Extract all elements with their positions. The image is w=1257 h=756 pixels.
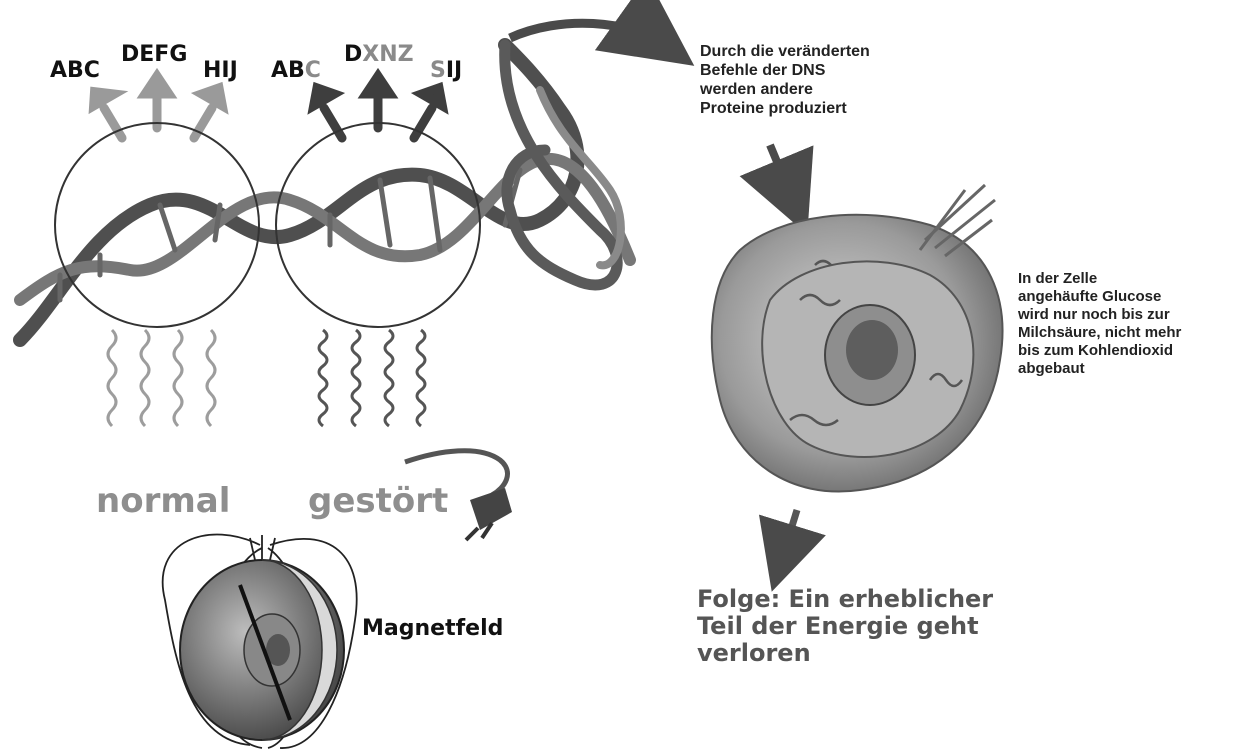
gene-label-abc-disturbed: ABC bbox=[271, 60, 321, 82]
label-disturbed: gestört bbox=[308, 484, 448, 518]
earth-globe-icon bbox=[163, 534, 357, 748]
gene-arrows-normal bbox=[88, 76, 230, 138]
label-magnetic-field: Magnetfeld bbox=[362, 618, 503, 640]
gene-label-ab: AB bbox=[271, 58, 305, 83]
wave-icon bbox=[108, 330, 215, 426]
consequence-note: Folge: Ein erheblicher Teil der Energie … bbox=[697, 586, 993, 667]
label-normal: normal bbox=[96, 484, 230, 518]
wave-icon-disturbed bbox=[319, 330, 425, 426]
gene-label-c: C bbox=[305, 58, 321, 83]
cell-icon bbox=[712, 185, 1003, 492]
gene-label-hij: HIJ bbox=[203, 60, 238, 82]
gene-label-d: D bbox=[344, 42, 362, 67]
gene-label-ij: IJ bbox=[446, 58, 462, 83]
dna-note: Durch die veränderten Befehle der DNS we… bbox=[700, 42, 870, 118]
arrow-to-cell bbox=[770, 145, 795, 205]
arrow-icon bbox=[510, 23, 665, 45]
gene-arrows-disturbed bbox=[307, 76, 450, 138]
gene-label-abc: ABC bbox=[50, 60, 100, 82]
arrow-to-consequence bbox=[780, 510, 797, 565]
gene-label-s: S bbox=[430, 58, 446, 83]
cell-note: In der Zelle angehäufte Glucose wird nur… bbox=[1018, 270, 1181, 378]
gene-label-defg: DEFG bbox=[121, 44, 187, 66]
gene-label-sij: SIJ bbox=[430, 60, 462, 82]
gene-label-dxnz: DXNZ bbox=[344, 44, 414, 66]
gene-label-xnz: XNZ bbox=[362, 42, 413, 67]
